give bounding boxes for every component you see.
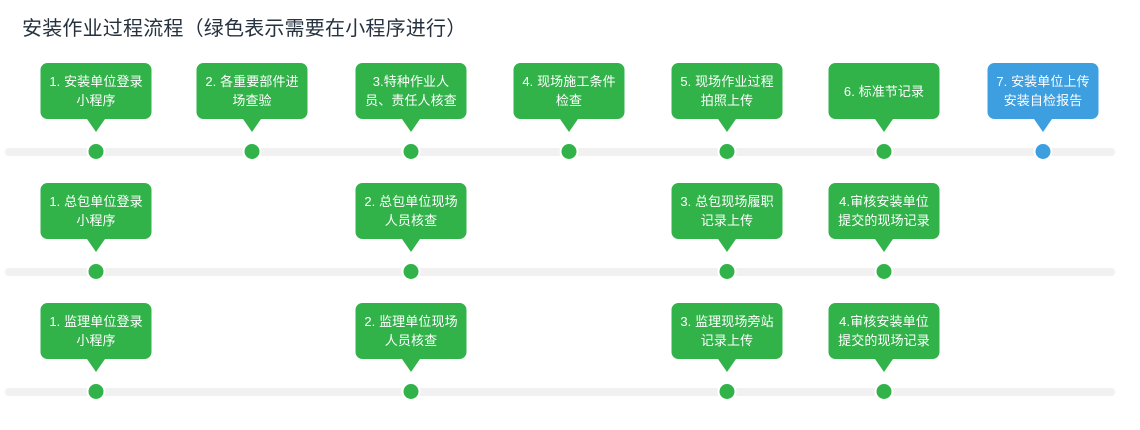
timeline-dot-icon[interactable] <box>403 144 419 159</box>
timeline-dot-icon[interactable] <box>244 144 260 159</box>
step-card-line: 3. 监理现场旁站 <box>680 314 774 329</box>
step-card-tail-icon <box>402 119 420 132</box>
step-card-tail-icon <box>87 119 105 132</box>
step-card-tail-icon <box>87 359 105 372</box>
step-card-line: 4.审核安装单位 <box>839 194 929 209</box>
page-title: 安装作业过程流程（绿色表示需要在小程序进行） <box>22 18 467 40</box>
step-card[interactable]: 3. 总包现场履职记录上传 <box>671 183 783 239</box>
timeline-dot-icon[interactable] <box>719 264 735 279</box>
step-card[interactable]: 3. 监理现场旁站记录上传 <box>671 303 783 359</box>
step-card-line: 4.审核安装单位 <box>839 314 929 329</box>
step-card-tail-icon <box>875 119 893 132</box>
step-card-line: 人员核查 <box>384 213 438 228</box>
timeline-rail <box>5 148 1115 156</box>
step-card[interactable]: 1. 总包单位登录小程序 <box>40 183 152 239</box>
timeline-dot-icon[interactable] <box>88 144 104 159</box>
step-card-line: 4. 现场施工条件 <box>522 74 616 89</box>
step-card-line: 员、责任人核查 <box>365 93 457 108</box>
step-card-tail-icon <box>718 239 736 252</box>
step-card-line: 3.特种作业人 <box>372 74 450 89</box>
step-card-line: 2. 各重要部件进 <box>205 74 299 89</box>
step-card-line: 1. 安装单位登录 <box>49 74 143 89</box>
timeline-dot-icon[interactable] <box>403 384 419 399</box>
step-card-tail-icon <box>87 239 105 252</box>
timeline-dot-icon[interactable] <box>719 384 735 399</box>
step-card-tail-icon <box>560 119 578 132</box>
timeline-dot-icon[interactable] <box>88 264 104 279</box>
step-card[interactable]: 2. 各重要部件进场查验 <box>196 63 308 119</box>
step-card[interactable]: 2. 总包单位现场人员核查 <box>355 183 467 239</box>
step-card-line: 记录上传 <box>700 213 754 228</box>
step-card-tail-icon <box>718 119 736 132</box>
step-card-tail-icon <box>243 119 261 132</box>
step-card-tail-icon <box>875 359 893 372</box>
step-card-tail-icon <box>718 359 736 372</box>
step-card-line: 提交的现场记录 <box>838 333 930 348</box>
timeline-dot-icon[interactable] <box>88 384 104 399</box>
step-card-line: 拍照上传 <box>700 93 754 108</box>
step-card-line: 2. 总包单位现场 <box>364 194 458 209</box>
step-card[interactable]: 3.特种作业人员、责任人核查 <box>355 63 467 119</box>
step-card[interactable]: 5. 现场作业过程拍照上传 <box>671 63 783 119</box>
step-card-line: 检查 <box>555 93 583 108</box>
timeline-row-install-unit: 1. 安装单位登录小程序 2. 各重要部件进场查验 3.特种作业人员、责任人核查 4.… <box>0 45 1140 165</box>
step-card-line: 7. 安装单位上传 <box>996 74 1090 89</box>
step-card-line: 1. 总包单位登录 <box>49 194 143 209</box>
step-card-line: 提交的现场记录 <box>838 213 930 228</box>
step-card[interactable]: 6. 标准节记录 <box>828 63 940 119</box>
timeline-row-supervision-unit: 1. 监理单位登录小程序 2. 监理单位现场人员核查 3. 监理现场旁站记录上传 4.… <box>0 285 1140 405</box>
timeline-dot-icon[interactable] <box>876 264 892 279</box>
step-card-line: 1. 监理单位登录 <box>49 314 143 329</box>
step-card[interactable]: 4.审核安装单位提交的现场记录 <box>828 303 940 359</box>
step-card-line: 人员核查 <box>384 333 438 348</box>
step-card-line: 小程序 <box>76 213 116 228</box>
step-card-line: 场查验 <box>232 93 272 108</box>
step-card[interactable]: 1. 监理单位登录小程序 <box>40 303 152 359</box>
timeline-dot-icon[interactable] <box>876 384 892 399</box>
timeline-dot-icon[interactable] <box>719 144 735 159</box>
step-card[interactable]: 1. 安装单位登录小程序 <box>40 63 152 119</box>
step-card[interactable]: 2. 监理单位现场人员核查 <box>355 303 467 359</box>
step-card-line: 2. 监理单位现场 <box>364 314 458 329</box>
step-card[interactable]: 4.审核安装单位提交的现场记录 <box>828 183 940 239</box>
step-card-line: 安装自检报告 <box>1003 93 1083 108</box>
timeline-dot-icon[interactable] <box>1035 144 1051 159</box>
timeline-row-general-contractor: 1. 总包单位登录小程序 2. 总包单位现场人员核查 3. 总包现场履职记录上传 4.… <box>0 165 1140 285</box>
step-card-tail-icon <box>1034 119 1052 132</box>
step-card-tail-icon <box>875 239 893 252</box>
timeline-dot-icon[interactable] <box>403 264 419 279</box>
step-card-line: 6. 标准节记录 <box>843 83 925 99</box>
step-card-tail-icon <box>402 359 420 372</box>
step-card[interactable]: 7. 安装单位上传安装自检报告 <box>987 63 1099 119</box>
step-card-line: 记录上传 <box>700 333 754 348</box>
step-card-line: 小程序 <box>76 333 116 348</box>
step-card[interactable]: 4. 现场施工条件检查 <box>513 63 625 119</box>
step-card-line: 3. 总包现场履职 <box>680 194 774 209</box>
step-card-line: 5. 现场作业过程 <box>680 74 774 89</box>
timeline-rail <box>5 388 1115 396</box>
step-card-tail-icon <box>402 239 420 252</box>
step-card-line: 小程序 <box>76 93 116 108</box>
timeline-dot-icon[interactable] <box>876 144 892 159</box>
timeline-rail <box>5 268 1115 276</box>
timeline-dot-icon[interactable] <box>561 144 577 159</box>
